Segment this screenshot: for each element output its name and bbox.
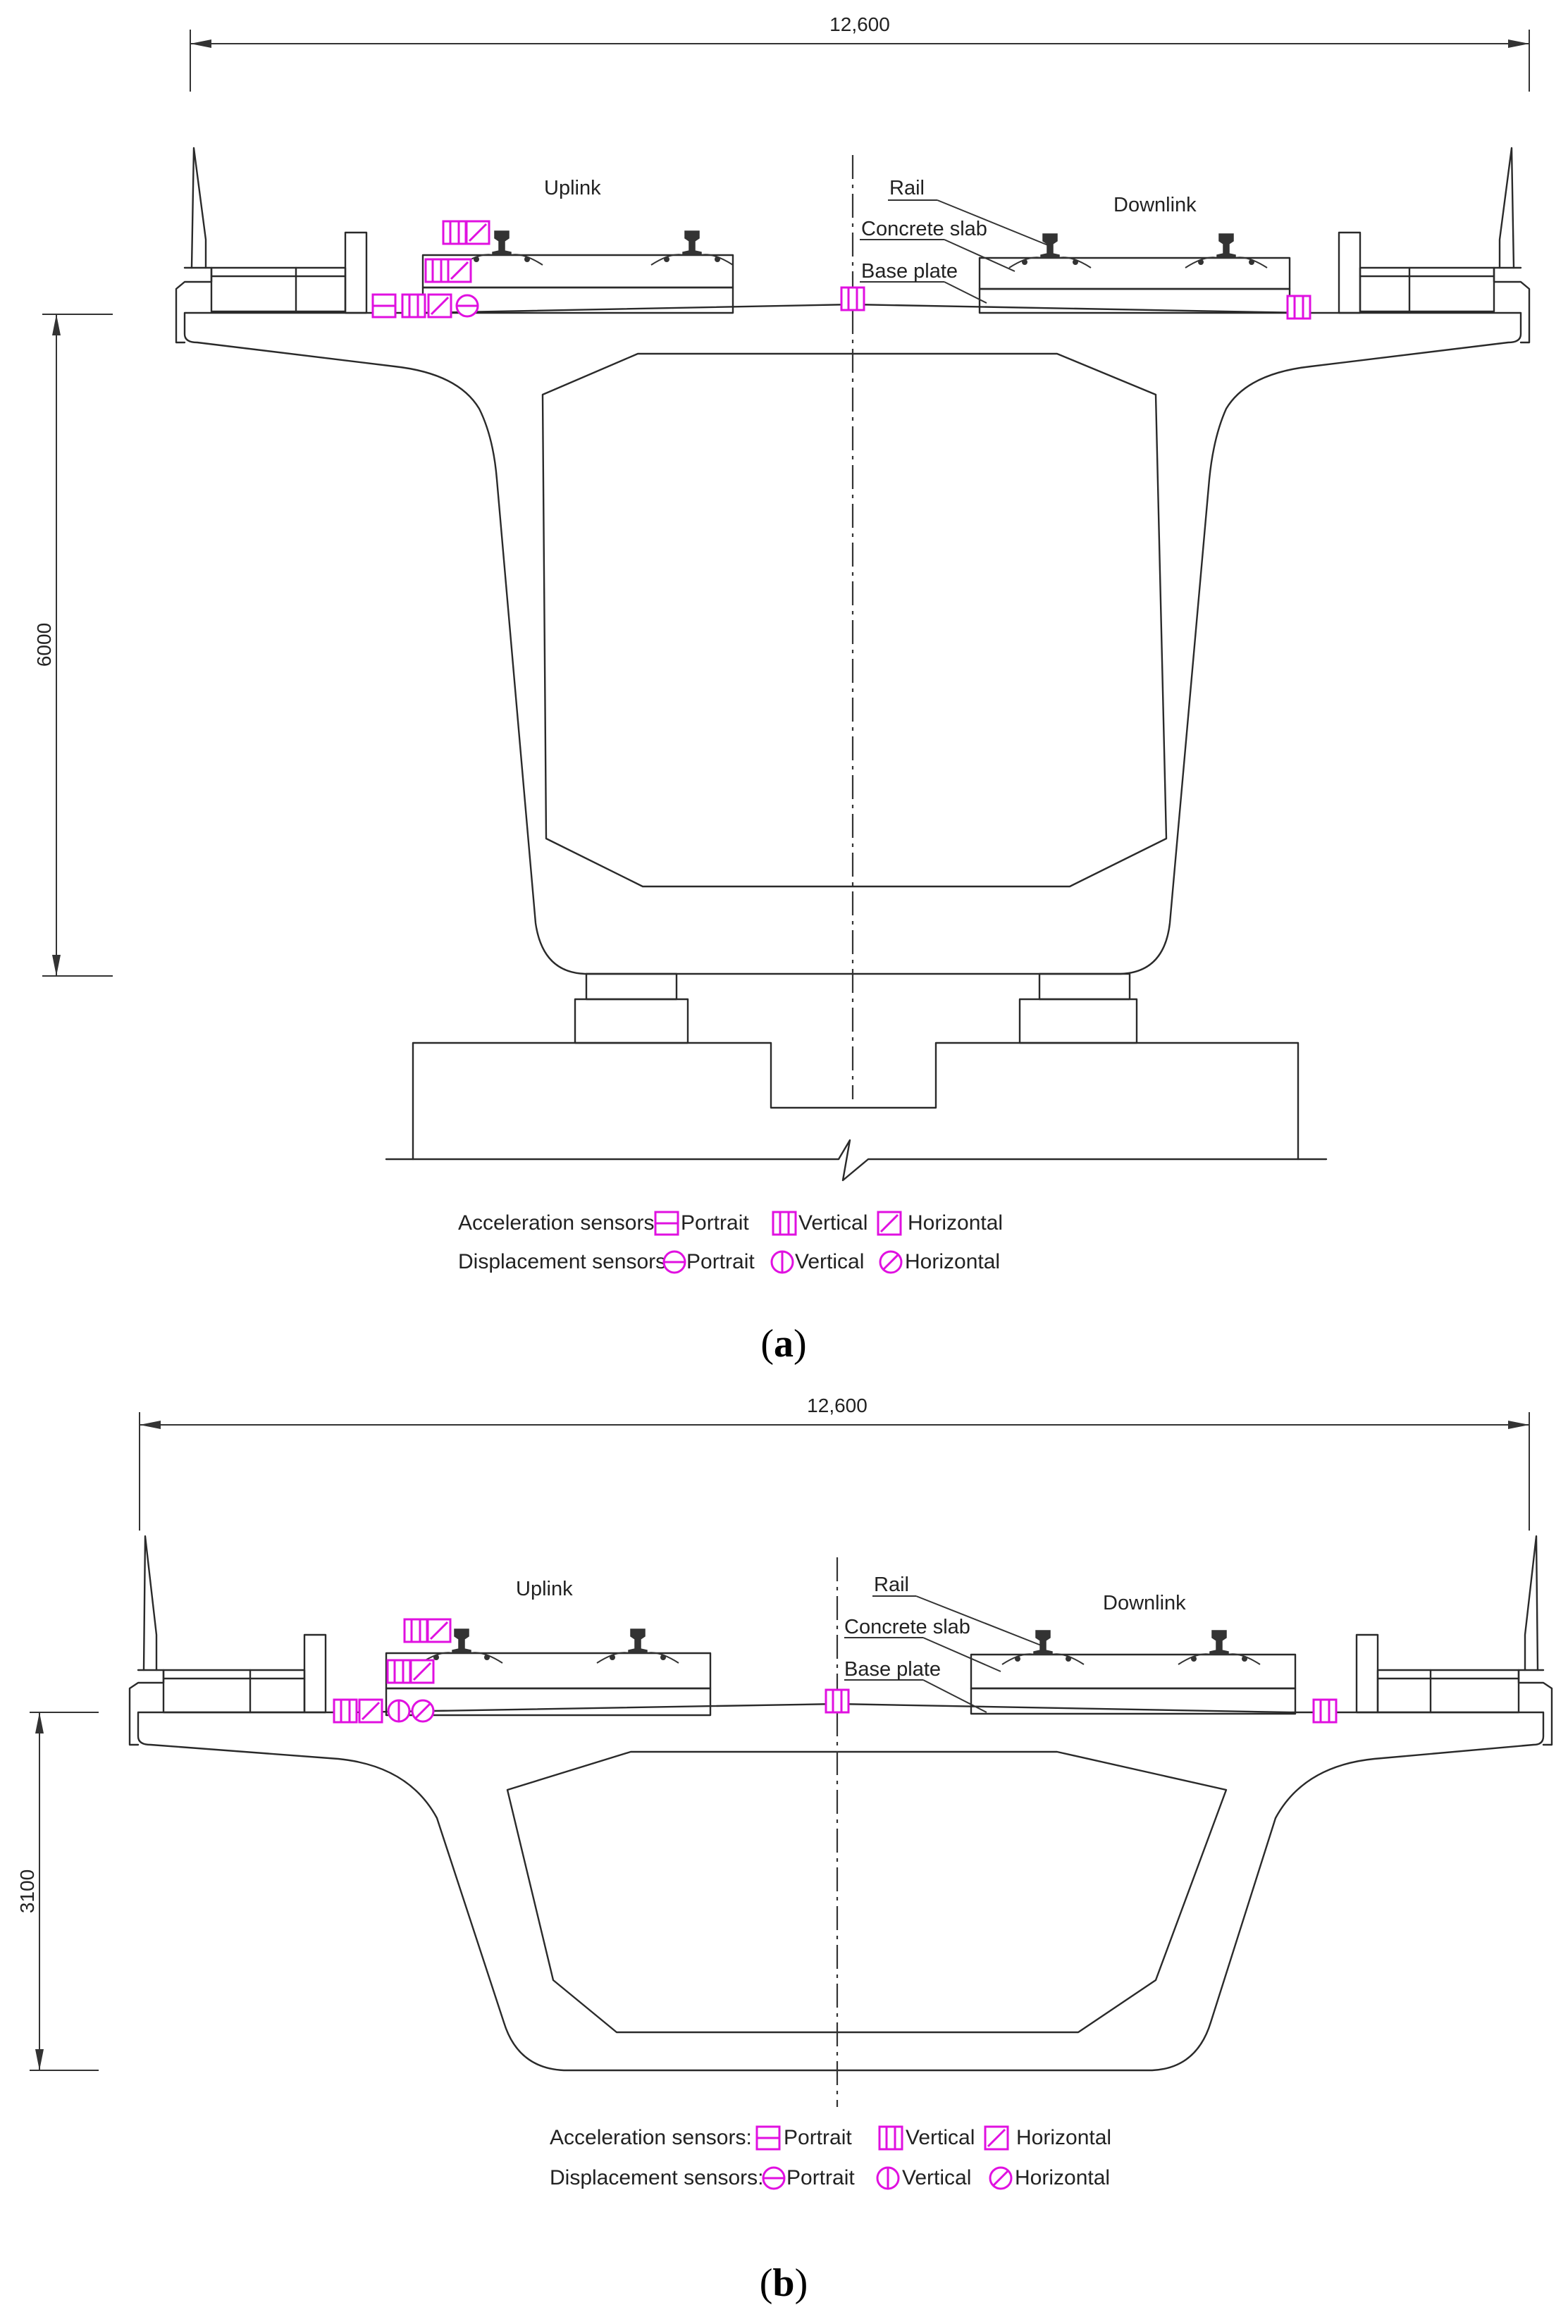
legend-disp-title: Displacement sensors: (550, 2166, 763, 2189)
disp-portrait-icon (455, 294, 479, 318)
accel-vertical-icon (1286, 295, 1311, 320)
height-dimension-a: 6000 (33, 314, 113, 977)
accel-horizontal-icon (465, 220, 490, 245)
downlink-track-b (970, 1630, 1297, 1715)
accel-horizontal-icon (984, 2125, 1009, 2151)
rail-icon (1185, 233, 1268, 268)
width-dimension-label: 12,600 (807, 1395, 868, 1416)
legend-a: Acceleration sensors: Portrait Vertical … (458, 1211, 1003, 1274)
disp-vertical-icon (770, 1250, 794, 1274)
rail-label: Rail (889, 177, 925, 199)
legend-vertical: Vertical (906, 2126, 975, 2149)
rail-icon (1001, 1630, 1085, 1665)
right-parapet-a (1338, 147, 1531, 344)
legend-disp-title: Displacement sensors: (458, 1250, 672, 1273)
accel-vertical-icon (1312, 1698, 1338, 1724)
disp-portrait-icon (762, 2166, 786, 2190)
accel-vertical-icon (442, 220, 467, 245)
accel-horizontal-icon (877, 1211, 902, 1236)
accel-vertical-icon (772, 1211, 797, 1236)
disp-horizontal-icon (411, 1699, 435, 1723)
legend-vertical: Vertical (798, 1211, 868, 1235)
height-dimension-label: 3100 (16, 1869, 38, 1913)
downlink-track-a (978, 233, 1291, 314)
figure-a: 12,600 6000 (33, 13, 1531, 1366)
accel-vertical-icon (825, 1688, 850, 1714)
accel-horizontal-icon (447, 258, 472, 283)
leader-lines-b (844, 1595, 1044, 1713)
figure-b: 12,600 3100 (16, 1395, 1553, 2305)
concrete-slab-label: Concrete slab (844, 1616, 970, 1638)
accel-horizontal-icon (358, 1698, 383, 1724)
accel-portrait-icon (755, 2125, 781, 2151)
box-girder-cell-a (541, 352, 1168, 888)
box-girder-cell-b (506, 1750, 1228, 2034)
height-dimension-label: 6000 (33, 623, 55, 667)
concrete-slab-label: Concrete slab (861, 218, 987, 240)
legend-vertical: Vertical (795, 1250, 864, 1273)
downlink-label: Downlink (1103, 1592, 1186, 1614)
left-parapet-a (175, 147, 368, 344)
accel-vertical-icon (403, 1618, 428, 1643)
accel-vertical-icon (878, 2125, 903, 2151)
accel-portrait-icon (654, 1211, 679, 1236)
disp-horizontal-icon (879, 1250, 903, 1274)
width-dimension-a: 12,600 (190, 13, 1530, 92)
accel-horizontal-icon (409, 1659, 435, 1684)
rail-icon (1008, 233, 1092, 268)
legend-portrait: Portrait (681, 1211, 749, 1235)
base-plate-label: Base plate (861, 260, 958, 283)
accel-vertical-icon (333, 1698, 358, 1724)
legend-portrait: Portrait (786, 2166, 855, 2189)
right-parapet-b (1355, 1535, 1553, 1746)
accel-vertical-icon (401, 293, 426, 319)
width-dimension-b: 12,600 (139, 1395, 1530, 1531)
legend-portrait: Portrait (686, 1250, 755, 1273)
caption-b: (b) (760, 2261, 808, 2305)
legend-accel-title: Acceleration sensors: (458, 1211, 660, 1235)
left-parapet-b (128, 1535, 327, 1746)
sensors-b (333, 1618, 1338, 1724)
box-girder-outline-b (137, 1702, 1545, 2072)
accel-vertical-icon (840, 286, 865, 311)
disp-horizontal-icon (989, 2166, 1013, 2190)
legend-b: Acceleration sensors: Portrait Vertical … (550, 2125, 1111, 2190)
legend-accel-title: Acceleration sensors: (550, 2126, 752, 2149)
width-dimension-label: 12,600 (829, 13, 890, 35)
rail-icon (1178, 1630, 1261, 1665)
accel-portrait-icon (371, 293, 397, 319)
leader-lines-a (860, 199, 1052, 304)
uplink-label: Uplink (544, 177, 601, 199)
uplink-label: Uplink (516, 1578, 573, 1600)
legend-horizontal: Horizontal (905, 1250, 1000, 1273)
rail-icon (596, 1628, 679, 1664)
accel-vertical-icon (386, 1659, 412, 1684)
accel-horizontal-icon (426, 1618, 452, 1643)
rail-label: Rail (874, 1574, 909, 1596)
legend-horizontal: Horizontal (1016, 2126, 1111, 2149)
uplink-track-b (385, 1628, 712, 1717)
disp-portrait-icon (662, 1250, 686, 1274)
rail-icon (650, 230, 734, 266)
base-plate-label: Base plate (844, 1658, 941, 1681)
downlink-label: Downlink (1113, 194, 1197, 216)
legend-horizontal: Horizontal (1015, 2166, 1110, 2189)
legend-portrait: Portrait (784, 2126, 852, 2149)
sensors-a (371, 220, 1311, 320)
height-dimension-b: 3100 (16, 1712, 99, 2071)
legend-vertical: Vertical (902, 2166, 971, 2189)
accel-horizontal-icon (427, 293, 452, 319)
disp-vertical-icon (387, 1699, 411, 1723)
pier-a (385, 972, 1328, 1182)
disp-vertical-icon (876, 2166, 900, 2190)
caption-a: (a) (760, 1322, 806, 1366)
accel-vertical-icon (424, 258, 450, 283)
legend-horizontal: Horizontal (908, 1211, 1003, 1235)
